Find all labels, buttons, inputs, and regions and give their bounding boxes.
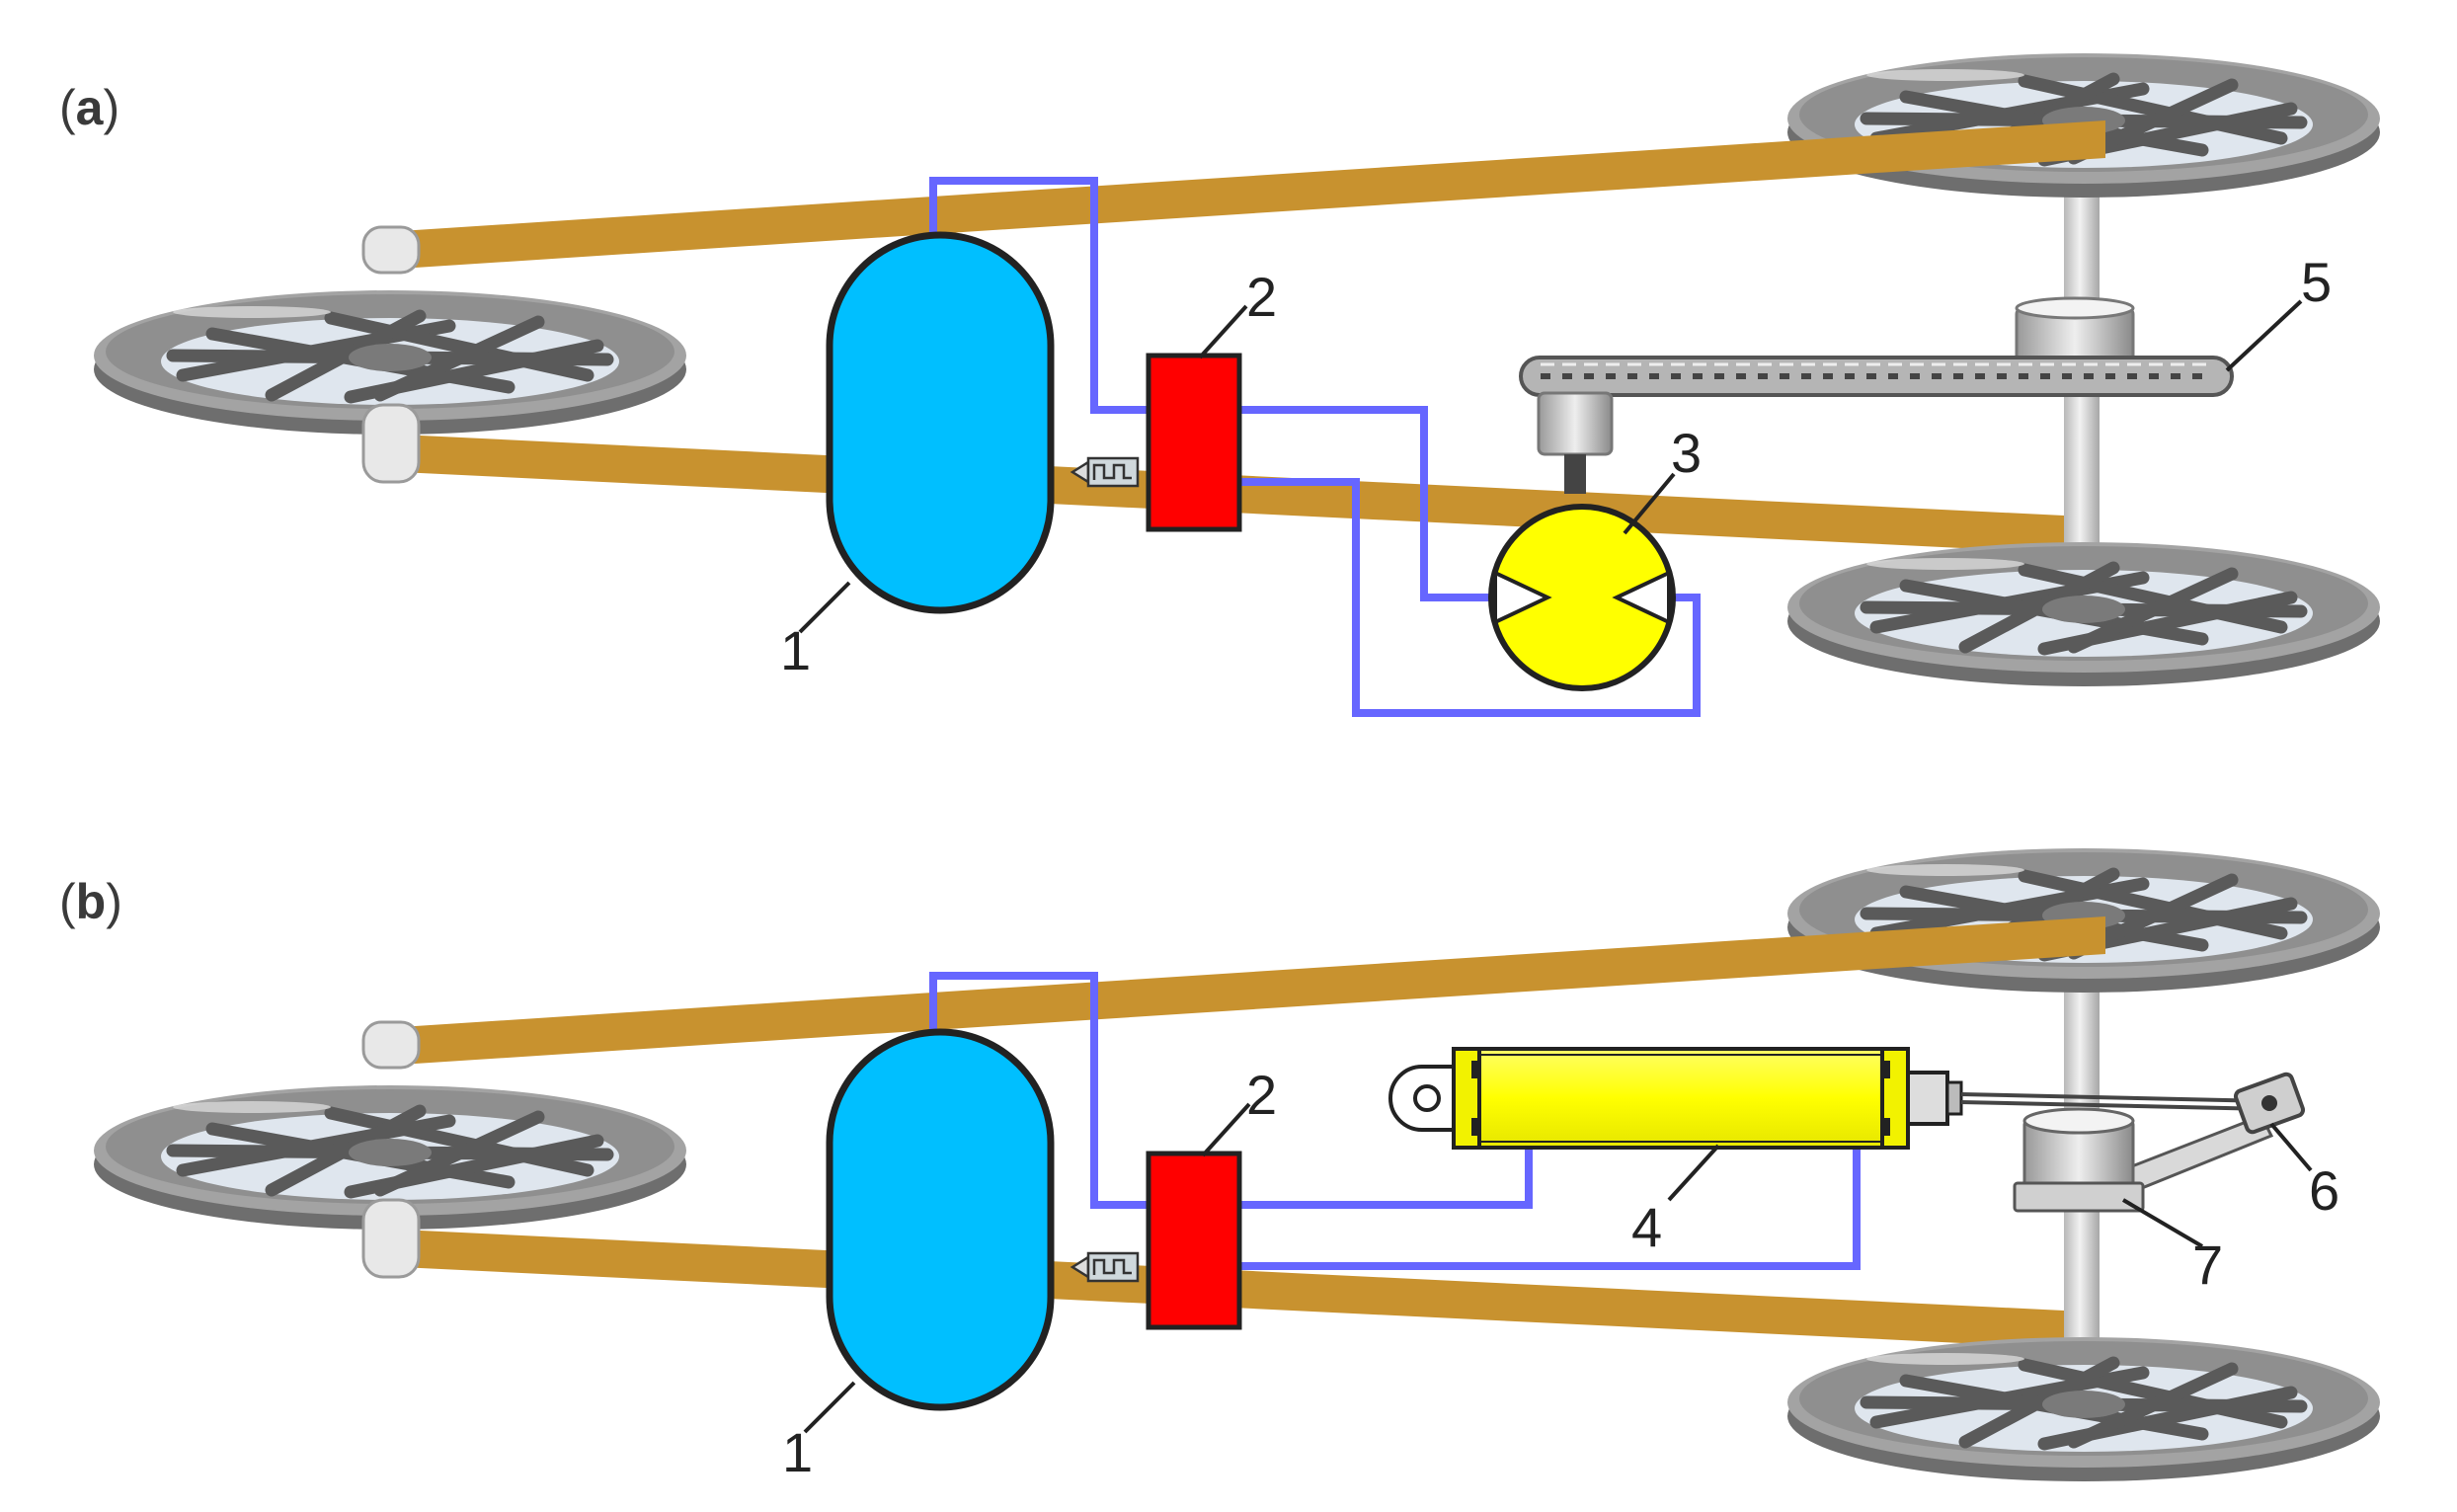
panel-a-label: (a) [59,80,119,135]
shaft-hub-b [2013,1107,2145,1213]
rear-bottom-wheel [1787,542,2380,686]
callout-2-b: 2 [1246,1064,1277,1126]
callout-3: 3 [1671,422,1702,484]
frame-pivot-top-b [361,1020,421,1070]
hydraulic-hoses-a [929,177,1701,717]
callout-7: 7 [2192,1233,2223,1296]
callout-4: 4 [1631,1196,1662,1258]
drive-chain [1519,356,2234,397]
motor-coupling [1537,391,1614,456]
control-valve-a [1146,353,1242,532]
callout-1-a: 1 [780,619,811,681]
callout-6: 6 [2309,1159,2339,1222]
panel-b-label: (b) [59,874,122,929]
control-valve-b [1146,1151,1242,1330]
frame-pivot-bottom-b [361,1198,421,1279]
callout-5: 5 [2301,251,2332,313]
panel-b: (b) [59,848,2380,1483]
frame-top-bar [400,120,2105,269]
callout-2-a: 2 [1246,266,1277,328]
hydraulic-hoses-b [929,972,1861,1270]
hydraulic-cylinder [1388,1047,2272,1150]
frame-pivot-top [361,225,421,275]
accumulator-a [830,235,1051,610]
callout-1-b: 1 [782,1421,813,1483]
frame-pivot-bottom [361,403,421,484]
rear-bottom-wheel-b [1787,1337,2380,1481]
accumulator-b [830,1032,1051,1407]
hydraulic-motor [1488,504,1676,691]
panel-a: (a) [59,53,2380,717]
frame-top-bar-b [400,916,2105,1065]
